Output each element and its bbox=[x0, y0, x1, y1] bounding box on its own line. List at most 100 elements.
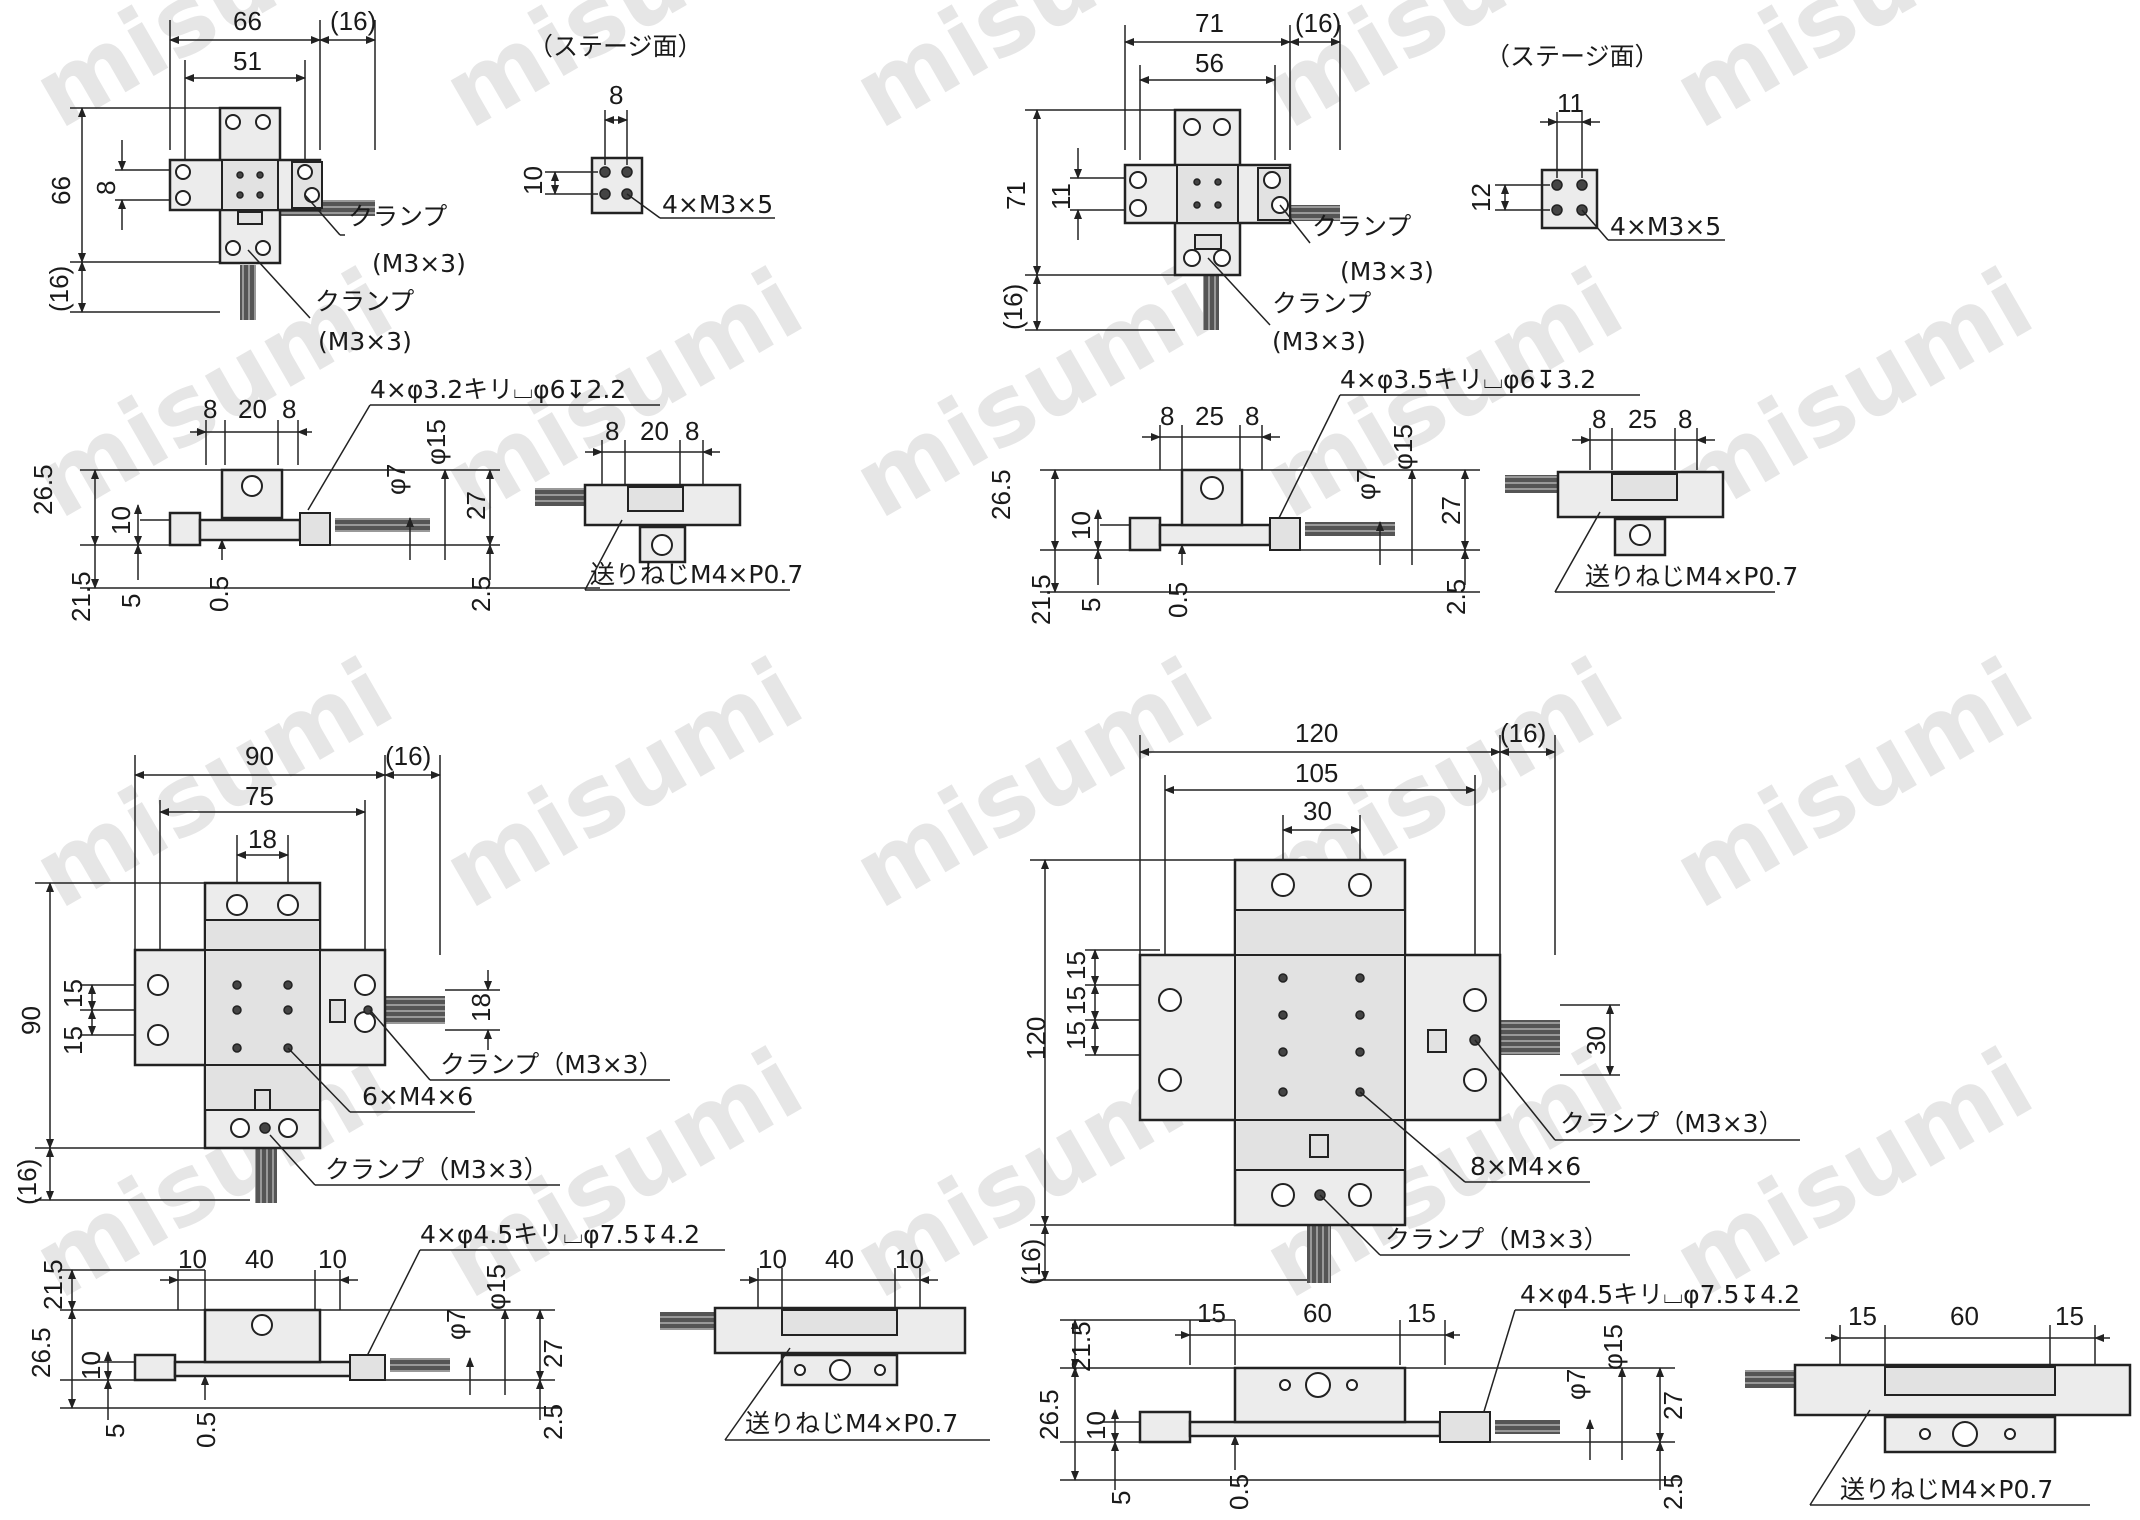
feed-view: 10 40 10 送りねじM4×P0.7 bbox=[660, 1244, 990, 1441]
side-dim-26-5: 26.5 bbox=[28, 464, 58, 515]
feed-dim-60: 60 bbox=[1950, 1301, 1979, 1331]
dim-16-left: (16) bbox=[1016, 1239, 1046, 1285]
side-dim-phi7: φ7 bbox=[441, 1309, 471, 1340]
watermark-text: misumi bbox=[426, 637, 821, 930]
side-dim-60: 60 bbox=[1303, 1298, 1332, 1328]
feed-dim-15b: 15 bbox=[2055, 1301, 2084, 1331]
feed-screw-label: 送りねじM4×P0.7 bbox=[745, 1409, 958, 1438]
watermark-text: misumi bbox=[426, 0, 821, 150]
clamp-label-bottom: クランプ bbox=[1272, 289, 1371, 318]
side-dim-21-5: 21.5 bbox=[66, 571, 96, 622]
feed-dim-40: 40 bbox=[825, 1244, 854, 1274]
side-dim-2-5: 2.5 bbox=[466, 576, 496, 612]
side-dim-phi15: φ15 bbox=[481, 1264, 511, 1310]
watermark-text: misumi bbox=[836, 0, 1231, 150]
feed-dim-10b: 10 bbox=[895, 1244, 924, 1274]
clamp-bottom-label: クランプ（M3×3） bbox=[325, 1155, 549, 1184]
view-bottom-left: 90 (16) 75 18 90 15 15 (16) 18 クランプ（M3×3… bbox=[12, 741, 990, 1448]
dim-75: 75 bbox=[245, 781, 274, 811]
side-dim-8a: 8 bbox=[1160, 401, 1174, 431]
side-dim-5: 5 bbox=[100, 1424, 130, 1438]
stage-dim-12: 12 bbox=[1466, 183, 1496, 212]
view-top-left: 66 (16) 51 66 8 (16) クランプ (M3×3) クランプ (M… bbox=[28, 6, 803, 622]
dim-71-width: 71 bbox=[1195, 8, 1224, 38]
tap-spec: 6×M4×6 bbox=[362, 1082, 473, 1111]
side-dim-15b: 15 bbox=[1407, 1298, 1436, 1328]
side-dim-0-5: 0.5 bbox=[191, 1412, 221, 1448]
side-dim-0-5: 0.5 bbox=[1163, 582, 1193, 618]
watermark-text: misumi bbox=[836, 637, 1231, 930]
feed-dim-8b: 8 bbox=[685, 416, 699, 446]
dim-90-height: 90 bbox=[16, 1006, 46, 1035]
stage-dim-8: 8 bbox=[609, 80, 623, 110]
side-dim-27: 27 bbox=[538, 1339, 568, 1368]
stage-surface-label: （ステージ面） bbox=[528, 32, 703, 61]
view-bottom-right: 120 (16) 105 30 120 15 15 15 (16) 30 クラン… bbox=[1016, 718, 2132, 1510]
feed-dim-8b: 8 bbox=[1678, 404, 1692, 434]
dim-16-top: (16) bbox=[1295, 8, 1341, 38]
side-dim-phi7: φ7 bbox=[381, 464, 411, 495]
side-dim-2-5: 2.5 bbox=[1658, 1474, 1688, 1510]
dim-16-top: (16) bbox=[330, 6, 376, 36]
side-view: 10 40 10 4×φ4.5キリ⌴φ7.5↧4.2 bbox=[26, 1220, 725, 1448]
clamp-spec: (M3×3) bbox=[1340, 257, 1434, 286]
feed-dim-25: 25 bbox=[1628, 404, 1657, 434]
side-dim-2-5: 2.5 bbox=[538, 1404, 568, 1440]
dim-90-width: 90 bbox=[245, 741, 274, 771]
dim-16-top: (16) bbox=[385, 741, 431, 771]
clamp-right-label: クランプ（M3×3） bbox=[1560, 1109, 1784, 1138]
feed-screw-label: 送りねじM4×P0.7 bbox=[1585, 562, 1798, 591]
side-dim-10a: 10 bbox=[178, 1244, 207, 1274]
stage-dim-10: 10 bbox=[518, 166, 548, 195]
clamp-spec-bottom: (M3×3) bbox=[1272, 327, 1366, 356]
side-view: 8 20 8 4×φ3.2キリ⌴φ6↧2.2 bbox=[28, 375, 660, 622]
side-dim-21-5: 21.5 bbox=[1026, 574, 1056, 625]
dim-16-left: (16) bbox=[998, 284, 1028, 330]
side-dim-phi7: φ7 bbox=[1351, 469, 1381, 500]
feed-dim-8a: 8 bbox=[1592, 404, 1606, 434]
side-dim-26-5: 26.5 bbox=[1034, 1389, 1064, 1440]
dim-18-top: 18 bbox=[248, 824, 277, 854]
dim-120-height: 120 bbox=[1021, 1017, 1051, 1060]
side-dim-5: 5 bbox=[1106, 1491, 1136, 1505]
side-dim-0-5: 0.5 bbox=[204, 576, 234, 612]
dim-105: 105 bbox=[1295, 758, 1338, 788]
dim-66-width: 66 bbox=[233, 6, 262, 36]
side-dim-10b: 10 bbox=[318, 1244, 347, 1274]
feed-dim-20: 20 bbox=[640, 416, 669, 446]
stage-tap-spec: 4×M3×5 bbox=[662, 190, 773, 219]
dim-15c: 15 bbox=[1061, 1021, 1091, 1050]
side-dim-8a: 8 bbox=[203, 394, 217, 424]
stage-plan-view: 71 (16) 56 71 11 (16) クランプ (M3×3) クランプ (… bbox=[998, 8, 1434, 356]
side-dim-10: 10 bbox=[76, 1351, 106, 1380]
side-dim-21-5: 21.5 bbox=[1066, 1321, 1096, 1372]
dim-16-left: (16) bbox=[44, 266, 74, 312]
feed-screw-label: 送りねじM4×P0.7 bbox=[590, 560, 803, 589]
watermark-text: misumi bbox=[1656, 0, 2051, 150]
side-dim-20: 20 bbox=[238, 394, 267, 424]
dim-120-width: 120 bbox=[1295, 718, 1338, 748]
stage-plan-view: 120 (16) 105 30 120 15 15 15 (16) 30 クラン… bbox=[1016, 718, 1800, 1285]
dim-15b: 15 bbox=[1061, 986, 1091, 1015]
side-view: 15 60 15 4×φ4.5キリ⌴φ7.5↧4.2 bbox=[1034, 1280, 1800, 1510]
feed-view: 8 25 8 送りねじM4×P0.7 bbox=[1505, 404, 1798, 593]
tap-spec: 8×M4×6 bbox=[1470, 1152, 1581, 1181]
side-dim-40: 40 bbox=[245, 1244, 274, 1274]
side-dim-phi7: φ7 bbox=[1561, 1369, 1591, 1400]
side-dim-27: 27 bbox=[1658, 1391, 1688, 1420]
side-dim-27: 27 bbox=[461, 491, 491, 520]
dim-15b: 15 bbox=[58, 1026, 88, 1055]
dim-8-left: 8 bbox=[91, 181, 121, 195]
view-top-right: 71 (16) 56 71 11 (16) クランプ (M3×3) クランプ (… bbox=[986, 8, 1798, 625]
clamp-label: クランプ bbox=[348, 202, 447, 231]
dim-16-left: (16) bbox=[12, 1159, 42, 1205]
stage-plan-view: 90 (16) 75 18 90 15 15 (16) 18 クランプ（M3×3… bbox=[12, 741, 670, 1205]
dim-16-top: (16) bbox=[1500, 718, 1546, 748]
side-dim-phi15: φ15 bbox=[1598, 1324, 1628, 1370]
stage-surface-label: （ステージ面） bbox=[1485, 42, 1660, 71]
dim-30-right: 30 bbox=[1581, 1026, 1611, 1055]
side-dim-15a: 15 bbox=[1197, 1298, 1226, 1328]
hole-spec: 4×φ4.5キリ⌴φ7.5↧4.2 bbox=[420, 1220, 700, 1249]
stage-surface-detail: （ステージ面） 11 12 4×M3×5 bbox=[1466, 42, 1725, 241]
